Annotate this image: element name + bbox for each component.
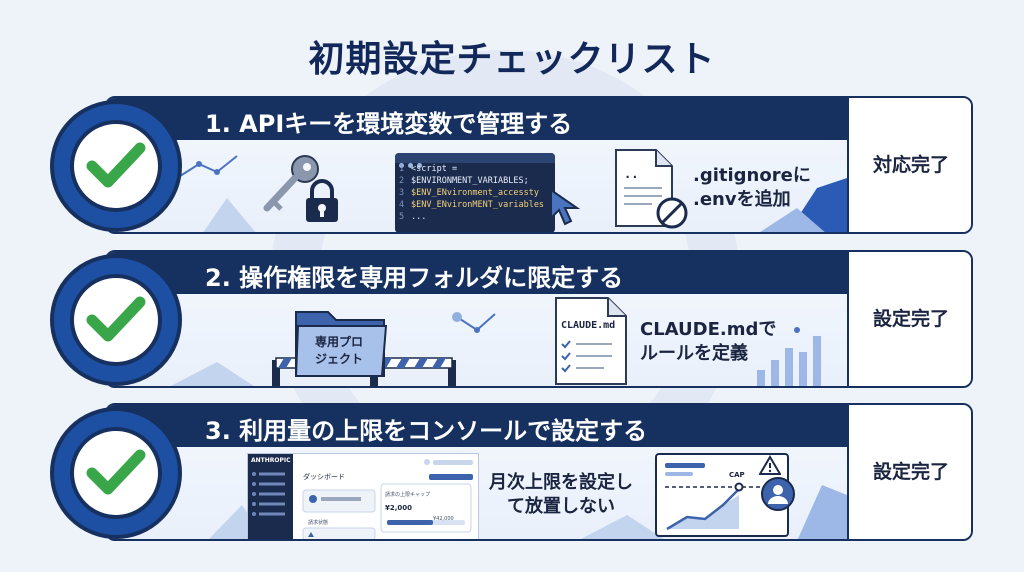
checklist-card: 3. 利用量の上限をコンソールで設定する ANTHROPIC: [105, 403, 973, 541]
dashboard-sidebar: ANTHROPIC: [248, 454, 293, 539]
decorative-background-shapes: [170, 312, 821, 386]
decorative-background-shapes: [176, 155, 847, 232]
status-label: 設定完了: [872, 308, 949, 330]
status-label: 設定完了: [872, 461, 949, 483]
status-box: 設定完了: [847, 405, 971, 539]
check-badge: [50, 407, 182, 539]
editor-titlebar: [395, 153, 555, 168]
checkmark-icon: [86, 142, 146, 188]
checkmark-icon: [86, 449, 146, 495]
code-line: 3$ENV_ENvironment_accessty: [399, 188, 539, 198]
folder-label: 専用プロ ジェクト: [315, 335, 364, 366]
blocked-icon: [656, 197, 688, 229]
code-line: 4$ENV_ENvironMENT_variables: [399, 200, 545, 210]
page-title: 初期設定チェックリスト: [308, 39, 716, 80]
item-heading: 1. APIキーを環境変数で管理する: [205, 110, 573, 138]
item-heading: 2. 操作権限を専用フォルダに限定する: [205, 264, 624, 292]
checklist-card: 2. 操作権限を専用フォルダに限定する: [105, 250, 973, 388]
user-avatar-icon: [761, 477, 795, 511]
key-icon: [263, 155, 319, 212]
item-banner: 3. 利用量の上限をコンソールで設定する: [107, 405, 847, 447]
item-banner: 1. APIキーを環境変数で管理する: [107, 98, 847, 140]
checklist-card: 1. APIキーを環境変数で管理する 1<script = 2$ENVIRONM…: [105, 96, 973, 234]
document-icon: CLAUDE.md: [555, 297, 627, 385]
item-heading: 3. 利用量の上限をコンソールで設定する: [205, 417, 648, 445]
item-note: 月次上限を設定し て放置しない: [489, 472, 633, 517]
item-note: .gitignoreに .envを追加: [693, 165, 811, 210]
chart-line-icon: [665, 463, 777, 531]
status-label: 対応完了: [872, 154, 949, 176]
item-note: CLAUDE.mdで ルールを定義: [640, 319, 777, 364]
svg-text:..: ..: [624, 167, 638, 181]
code-line: 5...: [399, 212, 427, 222]
code-line: 2$ENVIRONMENT_VARIABLES;: [399, 176, 529, 186]
warning-icon: [759, 455, 781, 475]
status-box: 設定完了: [847, 252, 971, 386]
status-box: 対応完了: [847, 98, 971, 232]
check-badge: [50, 254, 182, 386]
check-badge: [50, 100, 182, 232]
dashboard-icon: ANTHROPIC ダッシボード: [247, 453, 479, 539]
folder-icon: [294, 311, 388, 377]
decorative-background-shapes: [208, 485, 847, 539]
checklist-item-2: 2. 操作権限を専用フォルダに限定する: [0, 250, 1024, 390]
code-editor-window: 1<script = 2$ENVIRONMENT_VARIABLES; 3$EN…: [395, 153, 555, 232]
svg-text:CLAUDE.md: CLAUDE.md: [561, 320, 615, 331]
checkmark-icon: [86, 296, 146, 342]
item-banner: 2. 操作権限を専用フォルダに限定する: [107, 252, 847, 294]
padlock-icon: [306, 179, 338, 222]
code-line: 1<script =: [399, 164, 458, 174]
checklist-icon: [561, 340, 612, 373]
cap-label: CAP: [729, 471, 745, 479]
checklist-item-3: 3. 利用量の上限をコンソールで設定する ANTHROPIC: [0, 403, 1024, 543]
cursor-arrow-icon: [550, 188, 581, 226]
checklist-item-1: 1. APIキーを環境変数で管理する 1<script = 2$ENVIRONM…: [0, 96, 1024, 236]
